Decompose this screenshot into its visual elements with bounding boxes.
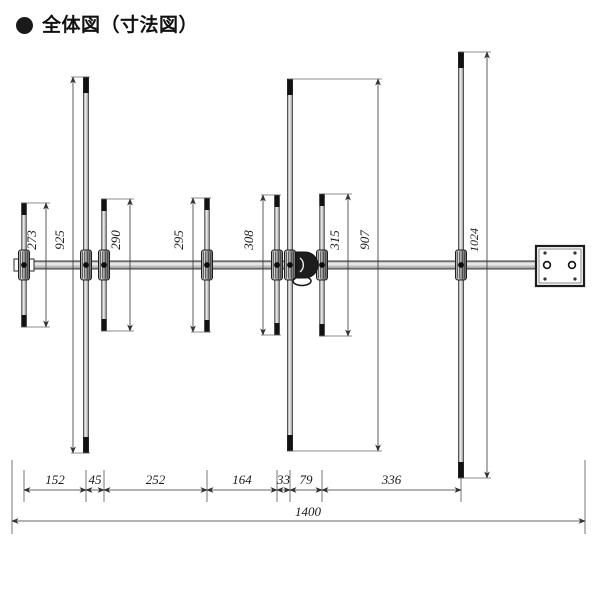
antenna-elements-group [18,193,467,337]
dimension-director-5-long-length: 1024 [459,51,491,479]
dimension-director-3-length: 308 [241,194,281,336]
dimension-label: 164 [232,472,252,487]
feed-point-balun-connector [292,251,319,287]
dimension-label: 925 [52,230,67,250]
element-length-dimensions: 273 925 290 295 308 907 315 1024 [22,51,491,479]
dimension-label: 79 [300,472,314,487]
element-reflector-1 [18,202,30,328]
dimension-label: 45 [89,472,103,487]
dimension-label: 295 [171,230,186,250]
element-director-2 [201,197,213,333]
dimension-label: 315 [327,230,342,251]
spacing-dimension: 45 [85,472,105,493]
page-title-text: 全体図（寸法図） [42,14,199,36]
spacing-dimension: 79 [289,472,323,493]
overall-dimension-label: 1400 [295,504,322,519]
dimension-label: 308 [241,230,256,251]
dimension-label: 152 [45,472,65,487]
dimension-label: 336 [381,472,402,487]
dimension-reflector-2-long-length: 925 [52,76,90,454]
spacing-dimensions: 152 45 252 164 33 79 336 [23,472,462,493]
dimension-director-2-length: 295 [171,197,211,333]
dimension-reflector-1-length: 273 [22,202,50,328]
spacing-dimension: 336 [321,472,462,493]
page-title: 全体図（寸法図） [16,16,198,35]
spacing-dimension: 152 [23,472,87,493]
element-driven-element [284,249,296,281]
mast-mounting-plate [534,244,586,288]
bullet-icon [16,17,33,34]
dimension-label: 33 [276,472,291,487]
dimension-label: 252 [146,472,166,487]
spacing-dimension: 164 [206,472,278,493]
dimension-director-1-length: 290 [102,198,134,332]
element-director-1 [98,198,110,332]
element-reflector-2-long [80,249,92,281]
dimension-label: 1024 [467,228,481,252]
dimension-label: 273 [24,230,39,250]
dimension-label: 290 [108,230,123,250]
element-director-3 [271,194,283,336]
overall-length-dimension: 1400 [11,460,586,534]
dimension-driven-element-length: 907 [288,78,382,452]
element-director-5-long [455,249,467,281]
dimension-director-4-length: 315 [320,193,352,337]
dimension-label: 907 [357,230,372,250]
spacing-dimension: 252 [103,472,208,493]
spacing-dimension: 33 [276,472,291,493]
projection-lines [23,470,462,502]
